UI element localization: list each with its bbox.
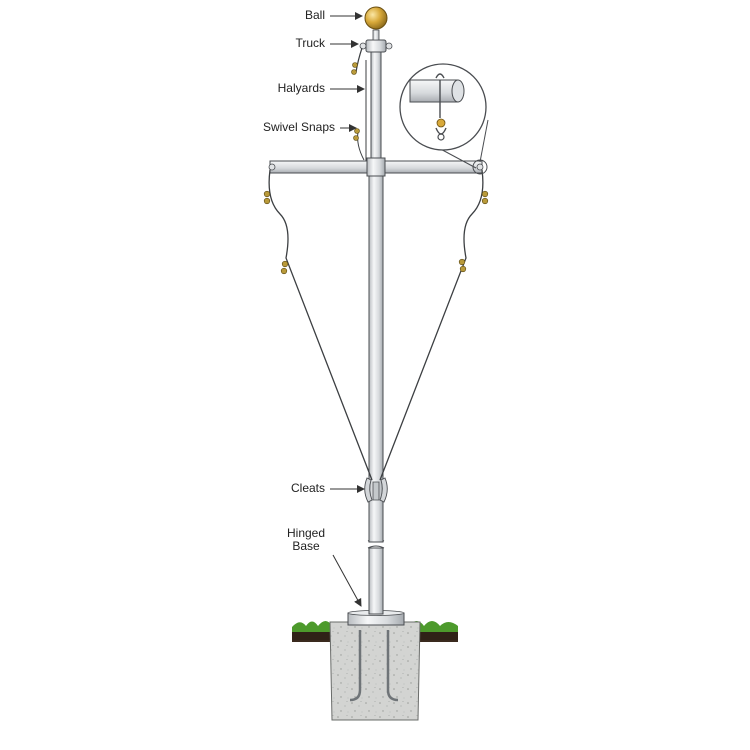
- side-halyards: [268, 169, 484, 481]
- pole-lower: [368, 547, 384, 615]
- label-ball: Ball: [304, 8, 325, 22]
- label-hinged-base-line2: Base: [292, 539, 320, 553]
- callout-leaders: [330, 12, 365, 607]
- concrete-footing: [329, 621, 421, 721]
- cleats: [364, 477, 388, 503]
- hinged-base: [347, 610, 405, 626]
- label-halyards: Halyards: [277, 81, 325, 95]
- top-halyards: [355, 47, 367, 162]
- yardarm: [268, 157, 484, 177]
- label-truck: Truck: [295, 36, 325, 50]
- label-cleats: Cleats: [290, 481, 325, 495]
- ball-finial: [364, 6, 388, 30]
- label-hinged-base: Hinged Base: [276, 527, 336, 553]
- label-hinged-base-line1: Hinged: [286, 526, 326, 540]
- label-swivel-snaps: Swivel Snaps: [262, 120, 335, 134]
- detail-target-circle: [472, 159, 488, 175]
- side-swivel-snaps: [263, 190, 489, 275]
- truck: [359, 29, 393, 53]
- top-swivel-snaps: [351, 62, 360, 141]
- detail-magnifier: [399, 63, 489, 169]
- pole-shaft: [368, 51, 384, 543]
